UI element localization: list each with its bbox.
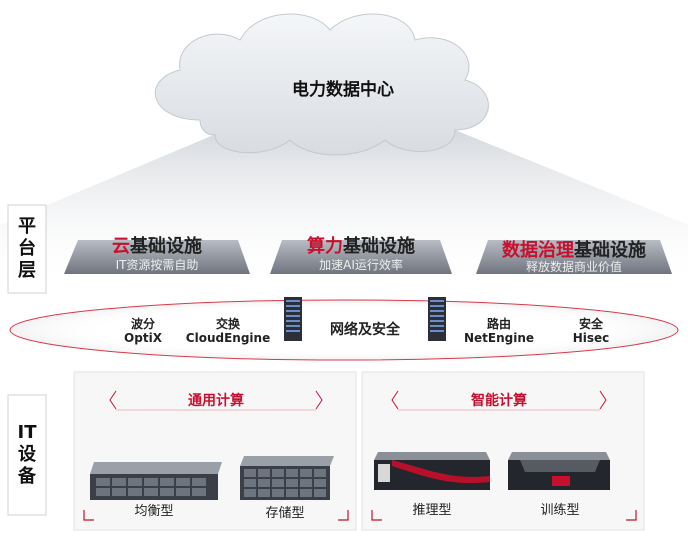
network-product-optix: OptiX: [124, 331, 162, 345]
platform-item-compute-title: 算力基础设施: [270, 232, 452, 258]
device-label-training: 训练型: [540, 503, 580, 518]
switch-device-right: [428, 297, 446, 341]
platform-item-compute-highlight: 算力: [307, 236, 343, 257]
network-category-router: 路由: [486, 317, 511, 331]
platform-item-cloud-rest: 基础设施: [130, 236, 202, 257]
platform-layer-box: [7, 204, 47, 294]
platform-layer-char-3: 层: [18, 260, 36, 281]
bracket-ai: [391, 390, 607, 411]
platform-item-cloud-highlight: 云: [112, 236, 130, 257]
platform-layer-char-2: 台: [18, 238, 36, 259]
platform-item-compute-rest: 基础设施: [343, 236, 415, 257]
network-category-security: 安全: [578, 317, 603, 331]
network-ring: [9, 299, 679, 361]
storage-server-image: [240, 456, 334, 500]
it-layer-label: IT 设 备: [10, 405, 44, 505]
cloud-title: 电力数据中心: [292, 80, 394, 100]
it-layer-char-2: 设: [18, 444, 36, 465]
network-product-netengine: NetEngine: [463, 331, 535, 345]
inference-server-image: [374, 452, 490, 490]
device-label-balanced: 均衡型: [134, 504, 174, 519]
it-layer-box: [7, 394, 47, 516]
platform-item-compute-subtitle: 加速AI运行效率: [319, 258, 403, 272]
platform-item-cloud-title: 云基础设施: [64, 232, 250, 258]
it-layer-char-1: IT: [17, 422, 37, 443]
platform-band-3: [476, 240, 672, 274]
network-category-switch: 交换: [215, 317, 240, 331]
platform-layer-label: 平 台 层: [10, 209, 44, 289]
general-compute-title: 通用计算: [188, 393, 244, 409]
cloud-shape: [154, 13, 489, 156]
bracket-general: [109, 390, 323, 411]
panel-corners: [83, 510, 637, 521]
network-center-label: 网络及安全: [330, 322, 400, 338]
balanced-server-image: [90, 462, 222, 500]
platform-item-data-highlight: 数据治理: [502, 240, 574, 261]
platform-item-cloud-subtitle: IT资源按需自助: [115, 258, 199, 272]
platform-band-1: [64, 240, 250, 274]
ai-compute-title: 智能计算: [471, 393, 527, 409]
it-layer-char-3: 备: [18, 466, 36, 487]
training-server-image: [508, 452, 610, 490]
network-product-cloudengine: CloudEngine: [185, 331, 271, 345]
platform-item-data-subtitle: 释放数据商业价值: [525, 260, 622, 274]
platform-band-2: [270, 240, 452, 274]
platform-layer-char-1: 平: [18, 216, 36, 237]
platform-item-data-rest: 基础设施: [574, 240, 646, 261]
device-label-storage: 存储型: [265, 506, 305, 521]
switch-device-left: [284, 297, 302, 341]
platform-item-data-title: 数据治理基础设施: [476, 236, 672, 262]
network-product-hisec: Hisec: [572, 331, 610, 345]
network-category-wdm: 波分: [130, 317, 155, 331]
ai-compute-panel: [361, 371, 645, 531]
device-label-inference: 推理型: [412, 503, 452, 518]
general-compute-panel: [73, 371, 357, 531]
